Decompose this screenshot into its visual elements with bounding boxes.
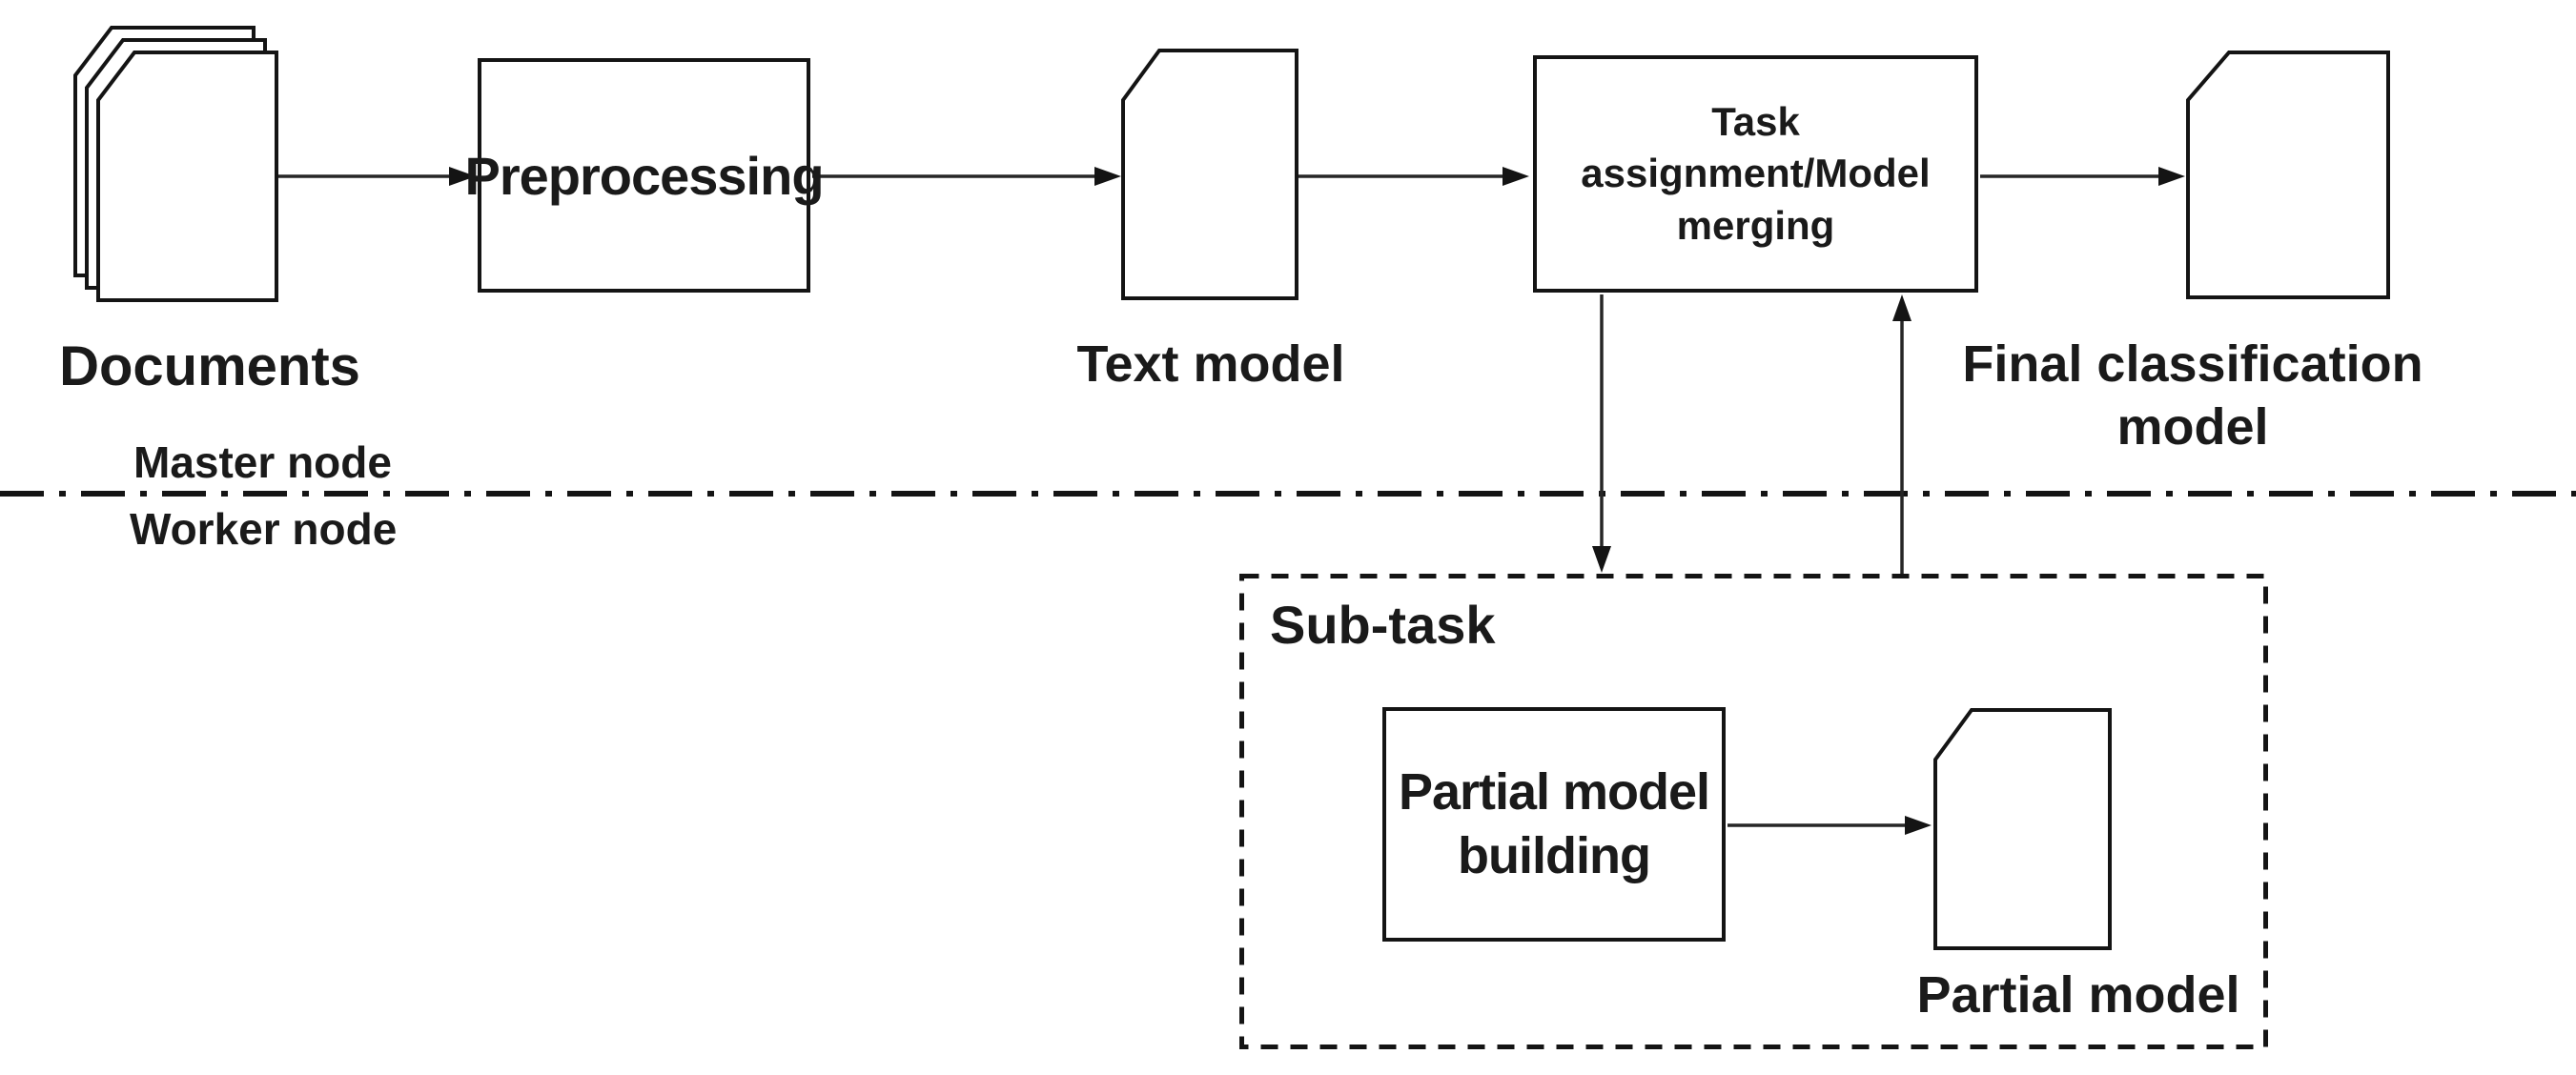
preprocessing-box-label: Preprocessing: [464, 145, 824, 206]
arrow-documents-to-preprocessing: [278, 167, 476, 186]
final-model-label-line1: Final classification: [1962, 335, 2423, 393]
partial-model-label: Partial model: [1916, 966, 2240, 1024]
text-model-label: Text model: [1076, 335, 1345, 393]
master-node-label: Master node: [133, 437, 392, 487]
arrowhead-icon: [2158, 167, 2185, 186]
subtask-dashed-box: [1239, 574, 2268, 1049]
arrowhead-icon: [1892, 294, 1912, 321]
partial-model-building-box: Partial model building: [1382, 707, 1726, 942]
arrowhead-icon: [1905, 816, 1932, 835]
arrow-subtask-to-task: [1892, 294, 1912, 576]
final-model-label-line2: model: [2116, 397, 2269, 456]
worker-node-label: Worker node: [130, 504, 398, 554]
partial-model-document-icon: [1933, 708, 2112, 950]
subtask-label: Sub-task: [1270, 595, 1496, 655]
document-page-icon: [96, 51, 278, 302]
preprocessing-box: Preprocessing: [464, 58, 825, 293]
arrow-task-to-final-model: [1980, 167, 2185, 186]
arrow-task-to-subtask: [1592, 294, 1611, 573]
arrowhead-icon: [1094, 167, 1121, 186]
partial-building-label-line2: building: [1458, 827, 1651, 884]
arrowhead-icon: [449, 167, 476, 186]
arrowhead-icon: [1503, 167, 1529, 186]
documents-stack-icon: [73, 26, 278, 302]
arrowhead-icon: [1592, 546, 1611, 573]
final-model-label: Final classification model: [1935, 334, 2450, 459]
documents-label: Documents: [59, 335, 360, 397]
task-box-label-line3: merging: [1676, 202, 1835, 248]
task-assignment-box: Task assignment/Model merging: [1533, 55, 1978, 293]
arrow-building-to-partial-model: [1728, 816, 1932, 835]
task-box-label-line2: assignment/Model: [1581, 151, 1931, 196]
arrow-text-model-to-task: [1298, 167, 1529, 186]
text-model-document-icon: [1121, 49, 1298, 300]
arrow-preprocessing-to-text-model: [812, 167, 1121, 186]
final-model-document-icon: [2186, 51, 2390, 299]
task-box-label-line1: Task: [1711, 98, 1800, 144]
partial-building-label-line1: Partial model: [1398, 762, 1710, 821]
